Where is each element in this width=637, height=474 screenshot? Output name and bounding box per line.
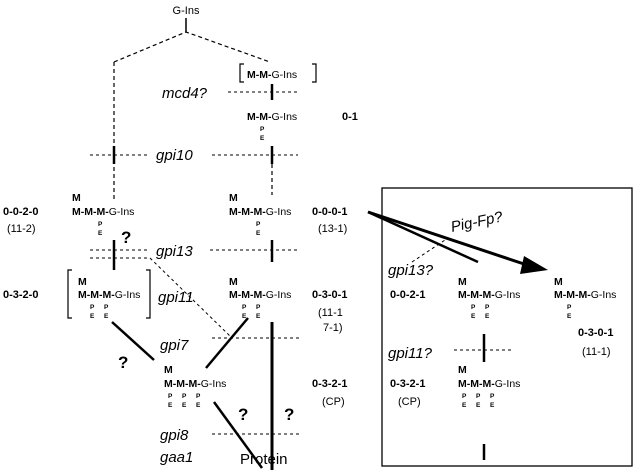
arrow-head-pig-fp xyxy=(520,256,548,274)
question-mark-4: ? xyxy=(284,405,294,424)
m-top-mid-2: M xyxy=(229,276,238,288)
box-code-cp: (CP) xyxy=(398,396,421,408)
code-0-1: 0-1 xyxy=(342,111,358,123)
p-sub-4a: P xyxy=(90,304,95,311)
gene-gpi8: gpi8 xyxy=(160,427,189,444)
box-mmmm-gins-1: M-M-M-G-Ins xyxy=(458,289,520,301)
diag-mid-gpi7 xyxy=(205,317,249,369)
protein-label: Protein xyxy=(240,451,288,468)
box-mmmm-gins-2: M-M-M-G-Ins xyxy=(554,289,616,301)
bracket-left xyxy=(239,63,244,83)
e-sub-5b: E xyxy=(256,313,261,320)
p-sub-6b: P xyxy=(182,393,187,400)
code-11-2: (11-2) xyxy=(7,223,36,235)
e-sub-5a: E xyxy=(242,313,247,320)
question-mark-3: ? xyxy=(238,405,248,424)
m-top-left: M xyxy=(72,192,81,204)
box-mmmm-gins-3: M-M-M-G-Ins xyxy=(458,378,520,390)
alternate-pathway-box xyxy=(381,187,633,467)
m-top-lower: M xyxy=(164,364,173,376)
e-sub-4a: E xyxy=(90,313,95,320)
diag-lower xyxy=(212,401,264,469)
box-m-top-1: M xyxy=(458,276,467,288)
gene-gpi11-box: gpi11? xyxy=(388,345,433,362)
code-0-3-2-0: 0-3-2-0 xyxy=(3,289,38,301)
code-cp: (CP) xyxy=(322,396,345,408)
gpi13-box-dash xyxy=(411,239,446,263)
code-0-3-2-1: 0-3-2-1 xyxy=(312,378,347,390)
diag-left-gpi7 xyxy=(111,321,155,361)
box-code-0-3-2-1: 0-3-2-1 xyxy=(390,378,425,390)
m-top-mid: M xyxy=(229,192,238,204)
gene-gpi11: gpi11 xyxy=(158,289,194,306)
p-sub-4b: P xyxy=(104,304,109,311)
gene-gpi10: gpi10 xyxy=(156,147,193,164)
bracket-left-2 xyxy=(67,269,72,319)
mmmm-gins-lower: M-M-M-G-Ins xyxy=(164,378,226,390)
arrow-pig-fp xyxy=(367,210,531,268)
box-m-top-3: M xyxy=(458,364,467,376)
mmmm-gins-mid-2: M-M-M-G-Ins xyxy=(229,289,291,301)
box-e-sub-1a: E xyxy=(471,313,476,320)
diag-dash-gpi13 xyxy=(149,257,233,339)
box-p-sub-1a: P xyxy=(471,304,476,311)
code-0-0-2-0: 0-0-2-0 xyxy=(3,206,38,218)
p-sub-5b: P xyxy=(256,304,261,311)
mmmm-gins-mid: M-M-M-G-Ins xyxy=(229,206,291,218)
p-sub-3: P xyxy=(256,221,261,228)
e-sub-4b: E xyxy=(104,313,109,320)
question-mark-2: ? xyxy=(118,353,128,372)
box-p-sub-3c: P xyxy=(490,393,495,400)
p-sub-1: P xyxy=(260,126,265,133)
e-sub-6b: E xyxy=(182,402,187,409)
box-e-sub-3c: E xyxy=(490,402,495,409)
question-mark-1: ? xyxy=(121,228,131,247)
box-p-sub-2a: P xyxy=(567,304,572,311)
line-to-box-structure xyxy=(367,210,479,264)
gene-gpi7: gpi7 xyxy=(160,337,189,354)
m-top-left-2: M xyxy=(78,276,87,288)
p-sub-6c: P xyxy=(196,393,201,400)
box-e-sub-1b: E xyxy=(485,313,490,320)
top-branch-dashes xyxy=(113,31,271,63)
gene-gpi13: gpi13 xyxy=(156,243,193,260)
gene-gpi13-box: gpi13? xyxy=(388,262,434,279)
p-sub-6a: P xyxy=(168,393,173,400)
box-m-top-2: M xyxy=(554,276,563,288)
code-11-1-a: (11-1 xyxy=(318,307,343,319)
e-sub-1: E xyxy=(260,135,265,142)
code-7-1: 7-1) xyxy=(323,322,343,334)
bracket-right-2 xyxy=(146,269,151,319)
gene-gaa1: gaa1 xyxy=(160,449,193,466)
box-p-sub-3b: P xyxy=(476,393,481,400)
box-code-11-1: (11-1) xyxy=(582,346,611,358)
gene-pig-fp: Pig-Fp? xyxy=(449,208,505,236)
e-sub-2: E xyxy=(98,230,103,237)
box-e-sub-3a: E xyxy=(462,402,467,409)
p-sub-5a: P xyxy=(242,304,247,311)
box-code-0-0-2-1: 0-0-2-1 xyxy=(390,289,425,301)
e-sub-6a: E xyxy=(168,402,173,409)
mm-gins-bracketed: M-M-G-Ins xyxy=(247,69,297,81)
code-13-1: (13-1) xyxy=(318,223,347,235)
mmmm-gins-left: M-M-M-G-Ins xyxy=(72,206,134,218)
box-e-sub-3b: E xyxy=(476,402,481,409)
box-code-0-3-0-1: 0-3-0-1 xyxy=(578,327,613,339)
box-p-sub-1b: P xyxy=(485,304,490,311)
top-g-ins-label: G-Ins xyxy=(173,5,200,17)
mm-gins-pe: M-M-G-Ins xyxy=(247,111,297,123)
code-0-0-0-1: 0-0-0-1 xyxy=(312,206,347,218)
box-e-sub-2a: E xyxy=(567,313,572,320)
p-sub-2: P xyxy=(98,221,103,228)
box-p-sub-3a: P xyxy=(462,393,467,400)
e-sub-6c: E xyxy=(196,402,201,409)
code-0-3-0-1: 0-3-0-1 xyxy=(312,289,347,301)
mmmm-gins-left-2: M-M-M-G-Ins xyxy=(78,289,140,301)
gene-mcd4: mcd4? xyxy=(162,85,208,102)
e-sub-3: E xyxy=(256,230,261,237)
bracket-right xyxy=(312,63,317,83)
